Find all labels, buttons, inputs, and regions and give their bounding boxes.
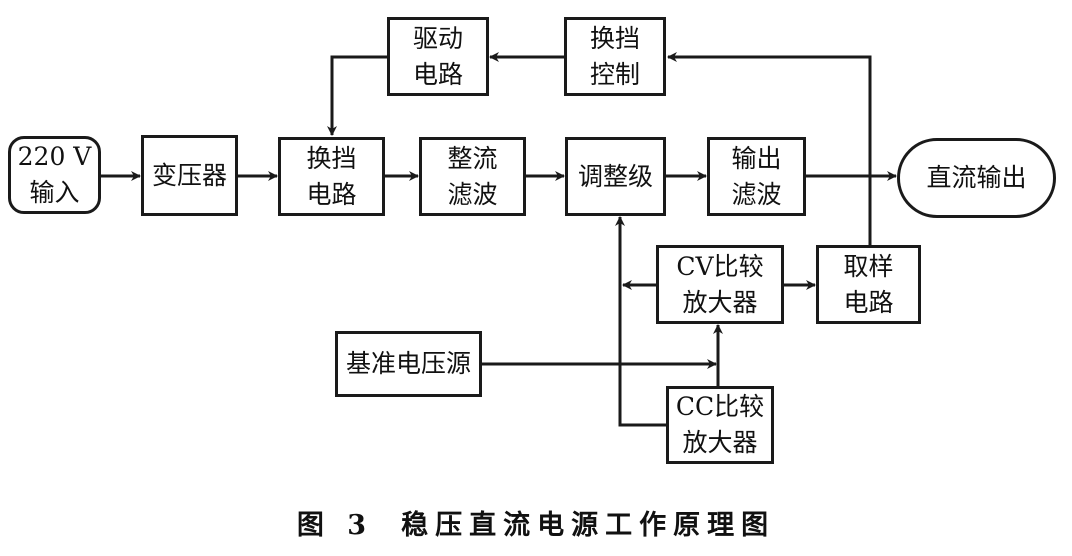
reference-label: 基准电压源 [345,349,471,378]
cv-amplifier-label-2: 放大器 [682,287,758,317]
output-filter-label-1: 输出 [731,143,782,173]
input-node: 220 V 输入 [8,136,101,214]
edge-sampling-rangectrl [667,52,872,245]
range-control-node: 换挡 控制 [564,17,666,96]
edge-ccamp-regulator [615,216,667,427]
range-switch-node: 换挡 电路 [278,137,385,216]
input-label-2: 输入 [29,178,80,207]
rectifier-label-2: 滤波 [447,179,498,209]
driver-label-2: 电路 [412,59,463,89]
figure-caption: 图 3 稳压直流电源工作原理图 [0,503,1072,542]
transformer-node: 变压器 [141,135,238,216]
cc-amplifier-label-2: 放大器 [682,428,758,457]
range-control-label-2: 控制 [589,59,640,89]
input-label-1: 220 V [17,142,92,171]
cc-amplifier-label-1: CC比较 [675,392,765,421]
range-control-label-1: 换挡 [589,23,640,53]
figure-number: 图 3 [296,510,374,541]
range-switch-label-2: 电路 [306,179,357,209]
driver-node: 驱动 电路 [387,17,489,96]
rectifier-label-1: 整流 [447,143,498,173]
dc-output-label: 直流输出 [926,163,1027,192]
rectifier-node: 整流 滤波 [419,137,526,216]
cc-amplifier-node: CC比较 放大器 [666,386,774,464]
cv-amplifier-node: CV比较 放大器 [656,245,784,324]
edge-driver-rangeswitch [327,55,388,136]
sampling-label-2: 电路 [843,287,894,317]
cv-amplifier-label-1: CV比较 [676,251,764,281]
sampling-node: 取样 电路 [816,245,921,324]
transformer-label: 变压器 [151,160,227,190]
output-filter-label-2: 滤波 [731,179,782,209]
sampling-label-1: 取样 [843,251,894,281]
reference-node: 基准电压源 [335,331,482,397]
output-filter-node: 输出 滤波 [707,137,806,216]
regulator-label: 调整级 [577,161,653,191]
figure-title: 稳压直流电源工作原理图 [401,510,776,541]
driver-label-1: 驱动 [412,23,463,53]
regulator-node: 调整级 [565,137,666,216]
dc-output-node: 直流输出 [897,138,1056,218]
range-switch-label-1: 换挡 [306,143,357,173]
